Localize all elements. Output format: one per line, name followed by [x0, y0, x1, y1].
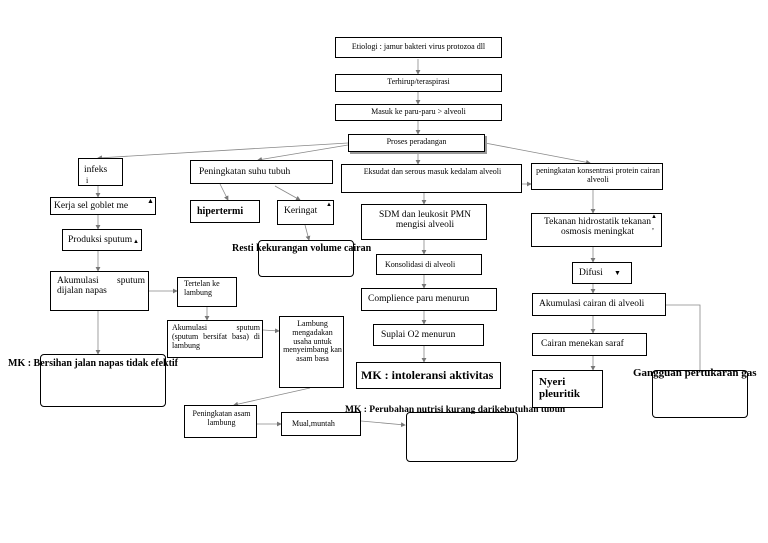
- difusi-node: Difusi ▼: [572, 262, 632, 284]
- tekanan-label: Tekanan hidrostatik tekanan osmosis meni…: [544, 217, 651, 238]
- masuk-alveoli-node: Masuk ke paru-paru > alveoli: [335, 104, 502, 121]
- asam-lambung-node: Peningkatan asam lambung: [184, 405, 257, 438]
- saraf-label: Cairan menekan saraf: [541, 339, 624, 349]
- akumulasi-sputum-node: Akumulasi sputum dijalan napas: [50, 271, 149, 311]
- produksi-arrow-up-icon: ▲: [133, 239, 139, 245]
- suhu-node: Peningkatan suhu tubuh: [190, 160, 333, 184]
- gangguan-box: [652, 370, 748, 418]
- tertelan-node: Tertelan ke lambung: [177, 277, 237, 307]
- protein-node: peningkatan konsentrasi protein cairan a…: [531, 163, 663, 190]
- keringat-node: Keringat ▲: [277, 200, 334, 225]
- eksudat-node: Eksudat dan serous masuk kedalam alveoli: [341, 164, 522, 193]
- akumulasi-lambung-node: Akumulasi sputum (sputum bersifat basa) …: [167, 320, 263, 358]
- gangguan-label: Gangguan pertukaran gas: [633, 367, 757, 379]
- akumulasi-lambung-label: Akumulasi sputum (sputum bersifat basa) …: [172, 323, 260, 350]
- goblet-node: Kerja sel goblet me ▲: [50, 197, 156, 215]
- resti-label: Resti kekurangan volume cairan: [232, 243, 372, 254]
- proses-peradangan-node: Proses peradangan: [348, 134, 485, 152]
- mual-label: Mual,muntah: [292, 419, 335, 428]
- mual-node: Mual,muntah: [281, 412, 361, 436]
- nyeri-label: Nyeri pleuritik: [539, 376, 580, 401]
- infeksi-suffix: i: [86, 176, 89, 185]
- tertelan-label: Tertelan ke lambung: [184, 279, 220, 297]
- keringat-arrow-up-icon: ▲: [326, 202, 332, 208]
- asam-lambung-label: Peningkatan asam lambung: [192, 409, 251, 427]
- lambung-usaha-label: Lambung mengadakan usaha untuk menyeimba…: [283, 319, 342, 364]
- resti-box: [258, 240, 354, 277]
- suhu-label: Peningkatan suhu tubuh: [199, 167, 291, 177]
- goblet-arrow-up-icon: ▲: [147, 197, 154, 205]
- mk-intoleransi-label: MK : intoleransi aktivitas: [361, 368, 494, 382]
- akumulasi-cairan-label: Akumulasi cairan di alveoli: [539, 299, 645, 309]
- akumulasi-sputum-label: Akumulasi sputum dijalan napas: [57, 276, 145, 297]
- suplai-label: Suplai O2 menurun: [381, 330, 456, 340]
- saraf-node: Cairan menekan saraf: [532, 333, 647, 356]
- difusi-label: Difusi: [579, 268, 603, 278]
- tekanan-comma: ,: [652, 222, 654, 231]
- goblet-label: Kerja sel goblet me: [54, 201, 129, 211]
- mk-nutrisi-box: [406, 412, 518, 462]
- keringat-label: Keringat: [284, 206, 318, 216]
- mk-intoleransi-node: MK : intoleransi aktivitas: [356, 362, 501, 389]
- terhirup-node: Terhirup/teraspirasi: [335, 74, 502, 92]
- suplai-node: Suplai O2 menurun: [373, 324, 484, 346]
- hipertermi-label: hipertermi: [197, 206, 244, 217]
- compliance-node: Complience paru menurun: [361, 288, 497, 311]
- produksi-label: Produksi sputum: [68, 235, 133, 245]
- sdm-label: SDM dan leukosit PMN mengisi alveoli: [378, 210, 472, 231]
- hipertermi-node: hipertermi: [190, 200, 260, 223]
- mk-bersihan-label: MK : Bersihan jalan napas tidak efektif: [8, 358, 179, 369]
- infeksi-label: infeks: [84, 165, 108, 175]
- konsolidasi-label: Konsolidasi di alveoli: [385, 260, 456, 269]
- produksi-sputum-node: Produksi sputum ▲: [62, 229, 142, 251]
- eksudat-label: Eksudat dan serous masuk kedalam alveoli: [363, 167, 502, 176]
- lambung-usaha-node: Lambung mengadakan usaha untuk menyeimba…: [279, 316, 344, 388]
- mk-bersihan-box: [40, 354, 166, 407]
- compliance-label: Complience paru menurun: [368, 294, 470, 304]
- akumulasi-cairan-node: Akumulasi cairan di alveoli: [532, 293, 666, 316]
- nyeri-node: Nyeri pleuritik: [532, 370, 603, 408]
- tekanan-arrow-up-icon: ▲: [651, 214, 657, 220]
- infeksi-node: infeks i: [78, 158, 123, 186]
- konsolidasi-node: Konsolidasi di alveoli: [376, 254, 482, 275]
- difusi-arrow-down-icon: ▼: [614, 269, 621, 277]
- sdm-node: SDM dan leukosit PMN mengisi alveoli: [361, 204, 487, 240]
- etiologi-node: Etiologi : jamur bakteri virus protozoa …: [335, 37, 502, 58]
- protein-label: peningkatan konsentrasi protein cairan a…: [536, 166, 660, 184]
- mk-nutrisi-label: MK : Perubahan nutrisi kurang darikebutu…: [345, 405, 566, 415]
- tekanan-node: Tekanan hidrostatik tekanan osmosis meni…: [531, 213, 662, 247]
